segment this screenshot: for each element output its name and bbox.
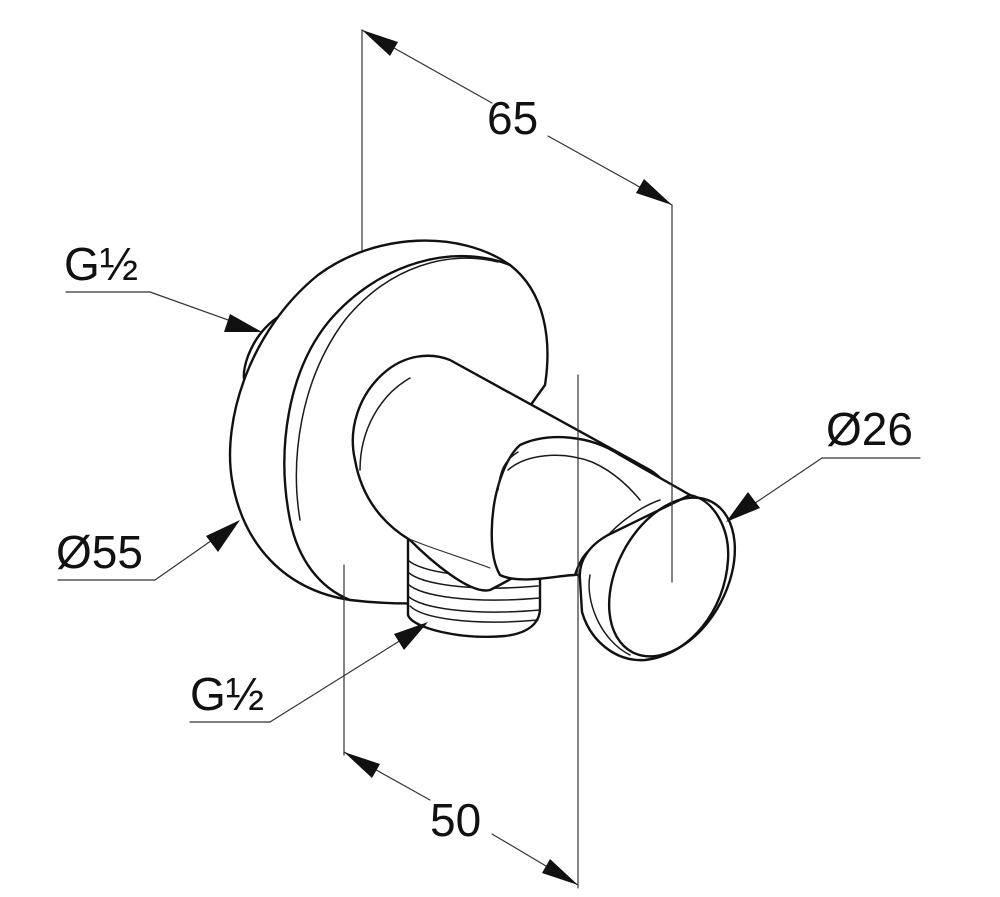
leader-diameter-26: Ø26	[726, 403, 921, 522]
arrowhead	[394, 622, 428, 650]
dimension-label-65: 65	[487, 92, 538, 144]
arrowhead	[726, 492, 760, 522]
arrowhead	[206, 520, 240, 552]
dimension-50: 50	[343, 374, 579, 889]
holder-end-cap	[578, 493, 737, 662]
arrowhead	[636, 179, 672, 205]
label-thread-wall: G½	[64, 238, 138, 290]
wall-connector-body	[228, 239, 737, 662]
label-thread-outlet: G½	[190, 668, 264, 720]
leader-thread-wall: G½	[64, 238, 262, 332]
dimension-65: 65	[361, 29, 673, 583]
arrowhead	[224, 314, 262, 332]
label-diameter-26: Ø26	[826, 403, 913, 455]
arrowhead	[362, 30, 398, 56]
arrowhead	[542, 859, 578, 885]
label-diameter-55: Ø55	[56, 526, 143, 578]
leader-thread-outlet: G½	[189, 622, 428, 723]
leader-diameter-55: Ø55	[56, 520, 240, 581]
arrowhead	[344, 752, 380, 778]
dimension-label-50: 50	[430, 794, 481, 846]
